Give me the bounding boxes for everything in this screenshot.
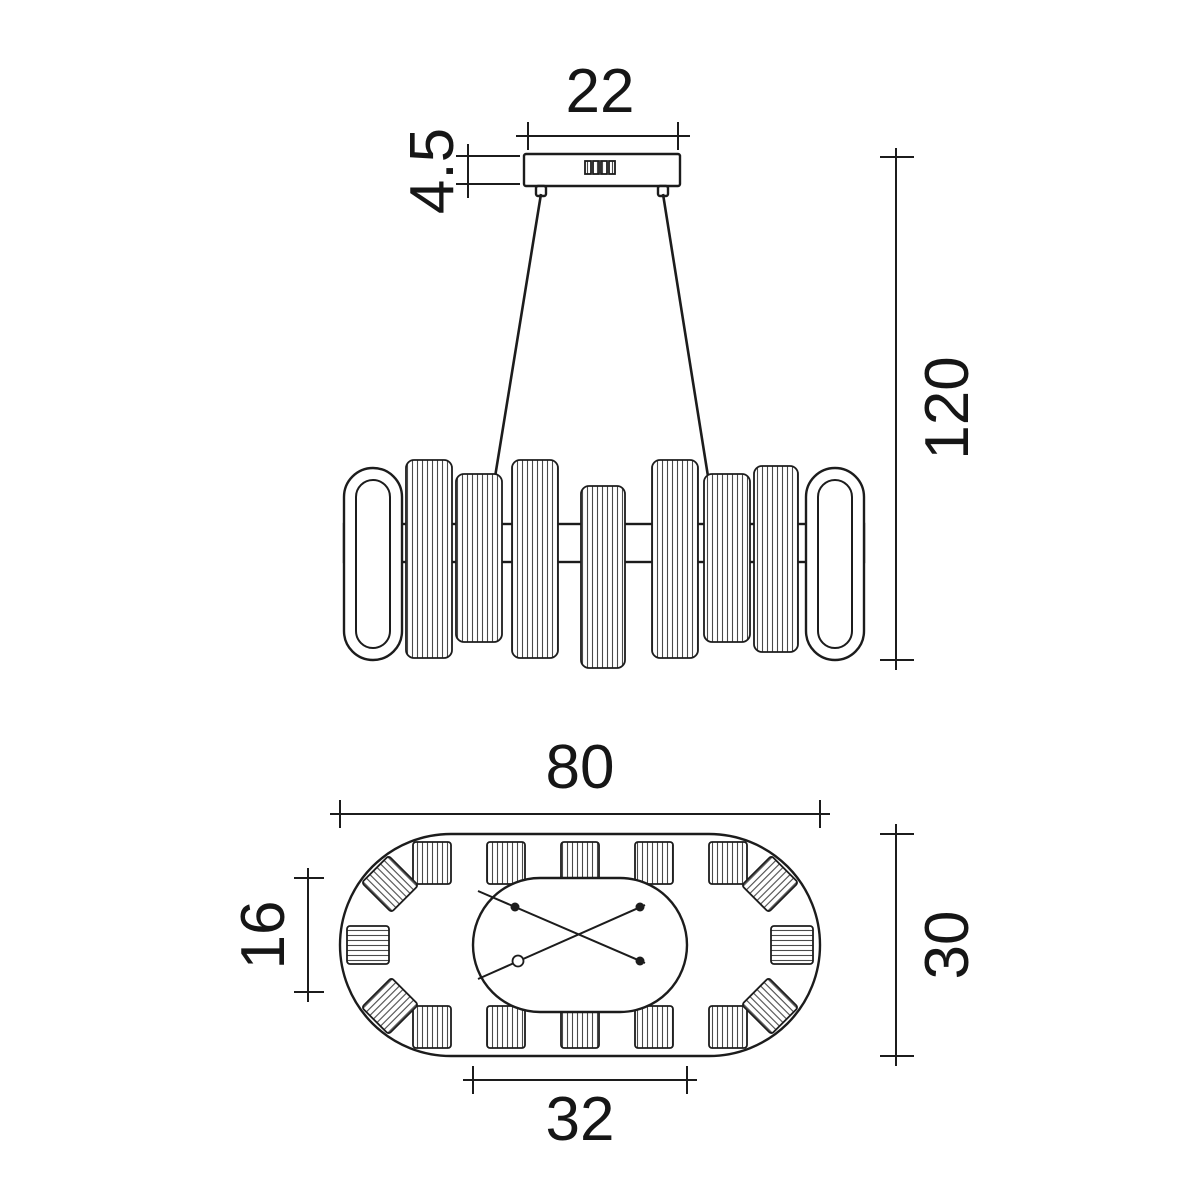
- crystal-element: [770, 925, 814, 965]
- dim-fixture-depth: [880, 824, 914, 1066]
- crystal-element: [634, 841, 674, 885]
- mount-point: [635, 902, 645, 912]
- canopy-connector: [584, 160, 616, 175]
- dim-fixture-width: [330, 800, 830, 828]
- plan-view: 80 30 16 32: [229, 733, 982, 1154]
- dim-inner-frame-width-label: 32: [546, 1085, 615, 1154]
- dim-canopy-height-label: 4.5: [398, 128, 467, 214]
- crystal-element: [742, 856, 798, 912]
- dim-inner-frame-width: [463, 1066, 697, 1094]
- dim-overall-height: [880, 148, 914, 670]
- crystal-element: [486, 1005, 526, 1049]
- crystal-element: [486, 841, 526, 885]
- inner-frame-outline: [471, 876, 689, 1014]
- crystal-element: [634, 1005, 674, 1049]
- crystal-element: [703, 473, 751, 643]
- crystal-element-center: [580, 485, 626, 669]
- plan-crystals: [346, 841, 814, 1049]
- side-view: 22 4.5 120: [342, 57, 982, 670]
- dim-crystal-height-label: 16: [229, 901, 298, 970]
- suspension-cable-left: [487, 193, 543, 515]
- mount-wires: [477, 890, 646, 980]
- crystal-element: [742, 978, 798, 1034]
- dim-overall-height-label: 120: [913, 356, 982, 459]
- end-bracket-left: [342, 466, 404, 662]
- end-bracket-right: [804, 466, 866, 662]
- mount-point: [510, 902, 520, 912]
- crystal-element: [708, 841, 748, 885]
- dim-fixture-depth-label: 30: [913, 911, 982, 980]
- crystal-element: [412, 1005, 452, 1049]
- dim-canopy-width: [516, 122, 690, 150]
- mount-point: [635, 956, 645, 966]
- crystal-element: [753, 465, 799, 653]
- dim-canopy-width-label: 22: [566, 57, 635, 126]
- crystal-element: [362, 856, 418, 912]
- dim-canopy-height: [456, 144, 520, 198]
- side-crystals: [405, 459, 799, 669]
- mount-point-open: [511, 954, 525, 968]
- crystal-element: [405, 459, 453, 659]
- crystal-element: [651, 459, 699, 659]
- suspension-cable-right: [661, 193, 716, 515]
- crystal-element: [455, 473, 503, 643]
- dim-fixture-width-label: 80: [546, 733, 615, 802]
- dim-crystal-height: [294, 868, 324, 1002]
- crystal-element: [346, 925, 390, 965]
- crystal-element: [708, 1005, 748, 1049]
- crystal-element: [412, 841, 452, 885]
- crystal-element: [511, 459, 559, 659]
- crystal-element: [362, 978, 418, 1034]
